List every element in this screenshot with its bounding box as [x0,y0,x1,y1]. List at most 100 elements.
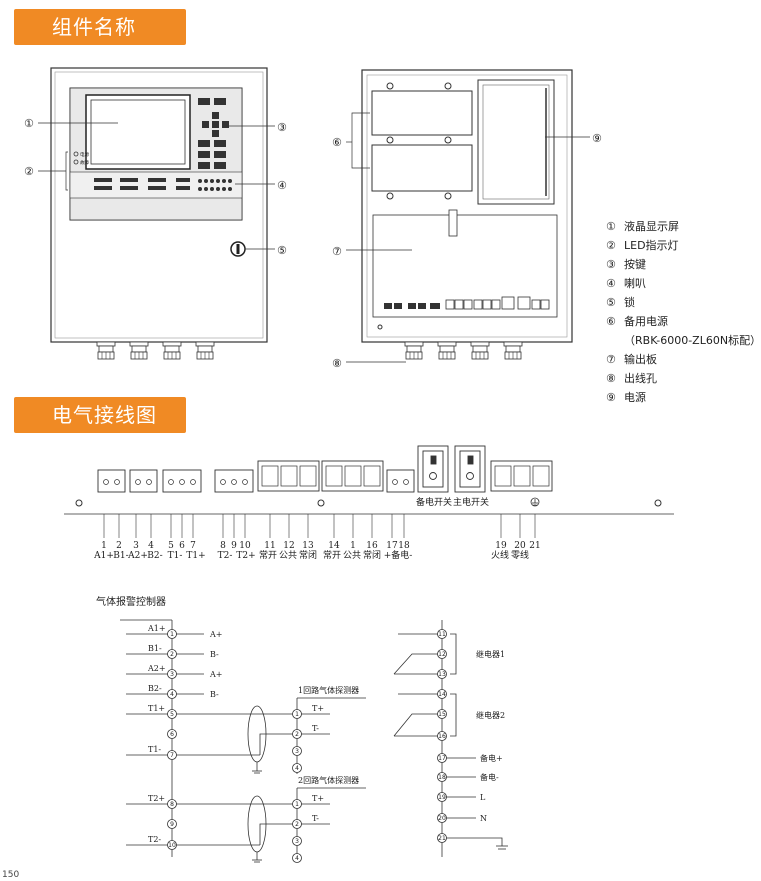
svg-text:6: 6 [179,541,185,551]
svg-text:火线: 火线 [491,549,509,561]
callout-7: ⑦ [332,245,342,258]
svg-text:7: 7 [170,752,174,759]
svg-text:6: 6 [170,731,174,738]
svg-text:10: 10 [168,842,176,849]
backup-power-switch [417,445,449,493]
cabinet-front-view: 电源 故障 [50,67,268,360]
svg-text:4: 4 [295,855,299,862]
detector1-title: 1回路气体探测器 [298,685,359,695]
svg-text:1: 1 [295,711,299,718]
led-label-power: 电源 [80,151,89,158]
callout-1: ① [24,117,34,130]
svg-text:T2-: T2- [148,835,161,844]
svg-text:11: 11 [438,631,446,638]
svg-text:21: 21 [438,835,446,842]
svg-text:T1-: T1- [168,551,183,561]
terminal-strip: 备电开关 主电开关 1 2 3 4 5 6 7 8 [64,445,674,561]
svg-text:常闭: 常闭 [299,549,317,561]
svg-text:公共: 公共 [279,550,297,561]
legend-item: （RBK-6000-ZL60N标配） [624,334,761,347]
svg-text:T2+: T2+ [236,551,255,561]
svg-text:T1+: T1+ [148,704,165,713]
svg-text:1: 1 [295,801,299,808]
svg-text:A1+: A1+ [93,551,114,561]
lcd-screen [85,94,191,170]
svg-text:14: 14 [438,691,446,698]
svg-text:8: 8 [220,541,226,551]
svg-text:B-: B- [210,650,219,659]
svg-text:3: 3 [133,541,139,551]
svg-text:17: 17 [386,541,398,551]
svg-text:3: 3 [170,671,174,678]
svg-text:B1-: B1- [148,644,162,653]
svg-text:2: 2 [295,821,299,828]
svg-text:20: 20 [514,541,526,551]
svg-text:T+: T+ [312,704,324,713]
lock-icon [230,241,246,257]
svg-text:12: 12 [283,541,294,551]
svg-text:12: 12 [438,651,446,658]
led-label-fault: 故障 [80,159,89,166]
cabinet-interior-view [361,69,573,360]
svg-text:9: 9 [231,541,237,551]
svg-text:A+: A+ [209,670,222,679]
svg-text:公共: 公共 [343,550,361,561]
svg-text:B-: B- [210,690,219,699]
wiring-schematic [120,619,508,863]
svg-text:B1-: B1- [113,551,128,561]
section-banner-wiring: 电气接线图 [14,397,186,433]
callout-4: ④ [277,179,287,192]
speaker-grille [198,179,232,191]
detector2-title: 2回路气体探测器 [298,775,359,785]
svg-text:16: 16 [438,733,446,740]
svg-text:1: 1 [350,541,356,551]
svg-text:11: 11 [264,541,275,551]
svg-text:19: 19 [438,794,446,801]
main-switch-label: 主电开关 [453,496,489,508]
svg-text:备电-: 备电- [480,772,499,782]
svg-text:B2-: B2- [148,684,162,693]
svg-text:13: 13 [302,541,314,551]
svg-text:备电+: 备电+ [480,753,503,763]
svg-text:19: 19 [495,541,507,551]
keypad [198,98,229,169]
relay2-label: 继电器2 [476,710,505,720]
main-power-switch [454,445,486,493]
svg-text:3: 3 [295,838,299,845]
callout-2: ② [24,165,34,178]
backup-switch-label: 备电开关 [416,496,452,508]
svg-text:18: 18 [398,541,410,551]
svg-text:A2+: A2+ [147,664,166,673]
svg-text:L: L [480,793,486,802]
callout-6: ⑥ [332,136,342,149]
svg-text:T-: T- [312,814,319,823]
svg-text:+备电-: +备电- [384,549,413,561]
page-number: 150 [2,870,20,880]
svg-text:T2-: T2- [218,551,233,561]
svg-text:7: 7 [190,541,196,551]
svg-text:2: 2 [295,731,299,738]
svg-text:A1+: A1+ [147,624,166,633]
svg-text:4: 4 [148,541,154,551]
svg-text:8: 8 [170,801,174,808]
svg-text:T1+: T1+ [186,551,205,561]
controller-title: 气体报警控制器 [96,595,166,608]
svg-text:T-: T- [312,724,319,733]
svg-text:1: 1 [170,631,174,638]
svg-text:2: 2 [170,651,174,658]
callout-9: ⑨ [592,132,602,145]
svg-text:10: 10 [239,541,251,551]
relay1-label: 继电器1 [476,649,505,659]
svg-text:15: 15 [438,711,446,718]
svg-text:T1-: T1- [148,745,161,754]
svg-text:17: 17 [438,755,446,762]
svg-text:常开: 常开 [259,549,277,561]
svg-text:16: 16 [366,541,378,551]
led-indicators: 电源 故障 [73,151,89,166]
svg-text:2: 2 [116,541,122,551]
